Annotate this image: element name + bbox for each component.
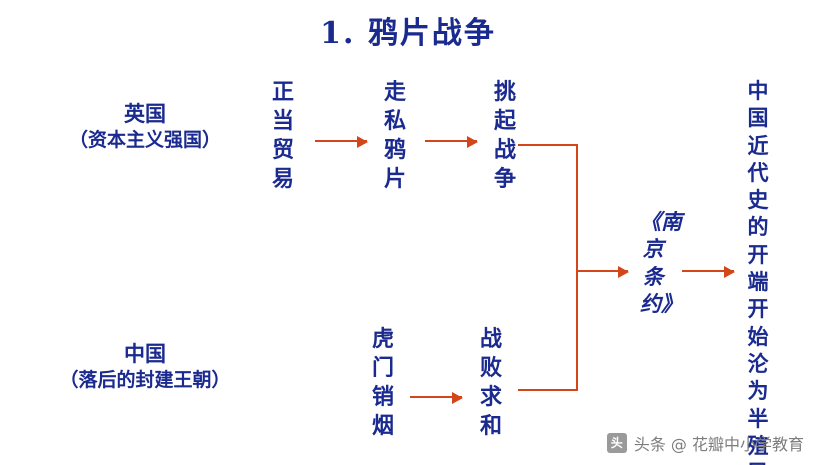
node-smuggle-opium: 走私鸦片 <box>383 80 406 193</box>
node-britain-line2: （资本主义强国） <box>68 129 221 152</box>
arrow-humen-to-defeat <box>410 392 463 404</box>
watermark-text: 头条 @ 花瓣中小学教育 <box>633 435 804 454</box>
node-britain-line1: 英国 <box>124 102 166 126</box>
connector-top-horizontal <box>518 144 578 146</box>
node-britain: 英国 （资本主义强国） <box>30 100 260 154</box>
connector-vertical <box>576 144 578 391</box>
node-defeat-peace: 战败求和 <box>479 327 502 440</box>
watermark: 头 头条 @ 花瓣中小学教育 <box>606 431 804 455</box>
node-nanjing-treaty: 《南京条约》 <box>640 209 682 316</box>
node-china-line2: （落后的封建王朝） <box>59 369 231 392</box>
node-result: 中国近代史的开端开始沦为半殖民地半封建社会 <box>747 79 769 465</box>
node-china: 中国 （落后的封建王朝） <box>30 340 260 394</box>
connector-to-treaty <box>576 266 629 278</box>
connector-bottom-horizontal <box>518 389 578 391</box>
node-humen-destroy: 虎门销烟 <box>371 327 394 440</box>
node-china-line1: 中国 <box>124 342 166 366</box>
page-title: 1. 鸦片战争 <box>320 16 496 51</box>
toutiao-logo-icon: 头 <box>606 433 627 453</box>
arrow-treaty-to-result <box>682 266 735 278</box>
node-legit-trade: 正当贸易 <box>271 80 294 193</box>
node-provoke-war: 挑起战争 <box>493 80 516 193</box>
arrow-trade-to-smuggle <box>315 136 368 148</box>
arrow-smuggle-to-war <box>425 136 478 148</box>
